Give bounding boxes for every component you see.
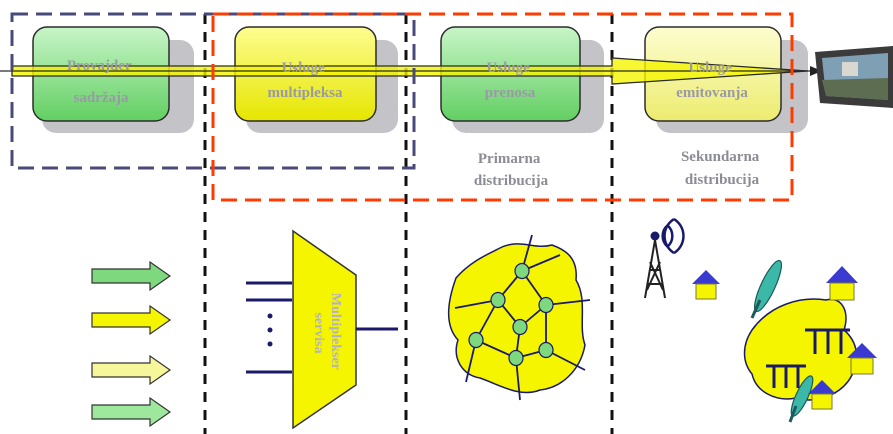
multiplexer-block: Multiplekser servisa <box>246 229 398 430</box>
antenna-tower-icon <box>644 217 685 299</box>
satellite-dish-icon <box>788 375 814 423</box>
input-arrow-icon <box>91 260 172 292</box>
satellite-dish-icon <box>750 259 783 319</box>
input-arrow-icon <box>91 354 172 386</box>
tv-screen-icon <box>815 46 893 108</box>
network-cloud-icon <box>448 234 591 401</box>
input-arrow-icon <box>91 396 172 428</box>
label-emitovanje: Usluge emitovanja <box>676 60 748 101</box>
label-prenos: Usluge prenosa <box>485 60 536 101</box>
caption-secondary: Sekundarna distribucija <box>681 149 763 188</box>
input-arrows <box>91 260 172 428</box>
input-arrow-icon <box>91 304 172 336</box>
multiplexer-trapezoid <box>292 229 357 430</box>
house-icon <box>826 266 858 301</box>
multiplexer-label: Multiplekser servisa <box>311 293 343 373</box>
house-icon <box>692 270 720 300</box>
house-icon <box>808 380 836 410</box>
house-icon <box>847 343 877 375</box>
frame-distribution <box>211 12 794 202</box>
rooftop-antenna-icon <box>766 328 850 388</box>
label-provajder: Provajder sadržaja <box>67 58 135 106</box>
caption-primary: Primarna distribucija <box>474 151 549 189</box>
stage-dividers <box>203 14 614 434</box>
label-multipleks: Usluge multipleksa <box>267 60 343 101</box>
